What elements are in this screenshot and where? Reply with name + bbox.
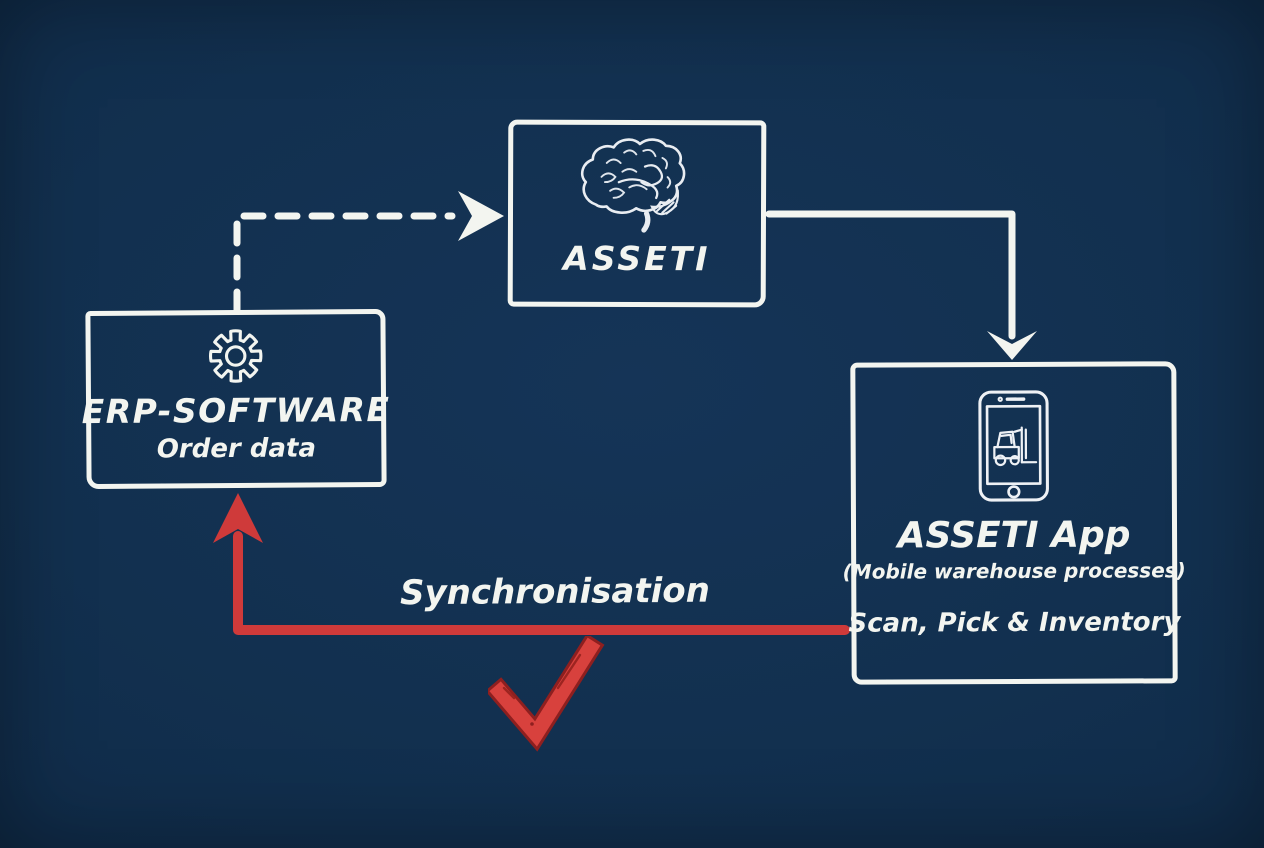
arrowhead-app-to-erp [213, 493, 263, 543]
brain-icon [571, 137, 703, 237]
dashed-arrow-erp-to-asseti [233, 212, 456, 315]
gear-icon [204, 325, 266, 387]
erp-node: ERP-SOFTWARE Order data [82, 308, 391, 490]
asseti-title: ASSETI [563, 238, 711, 279]
red-checkmark-icon [485, 633, 606, 752]
asseti-app-title: ASSETI App [897, 514, 1131, 557]
asseti-node: ASSETI [507, 119, 767, 308]
asseti-app-subtitle: (Mobile warehouse processes) [842, 558, 1186, 584]
asseti-app-features: Scan, Pick & Inventory [848, 607, 1181, 639]
smartphone-forklift-icon [976, 389, 1050, 503]
asseti-app-node: ASSETI App (Mobile warehouse processes) … [843, 361, 1186, 685]
solid-arrow-asseti-to-app [765, 210, 1016, 340]
erp-title: ERP-SOFTWARE [81, 389, 391, 432]
arrowhead-asseti-to-app [987, 331, 1037, 360]
synchronisation-label: Synchronisation [399, 570, 711, 614]
erp-subtitle: Order data [156, 433, 317, 465]
arrowhead-erp-to-asseti [458, 191, 504, 241]
red-arrow-app-to-erp [233, 531, 850, 635]
